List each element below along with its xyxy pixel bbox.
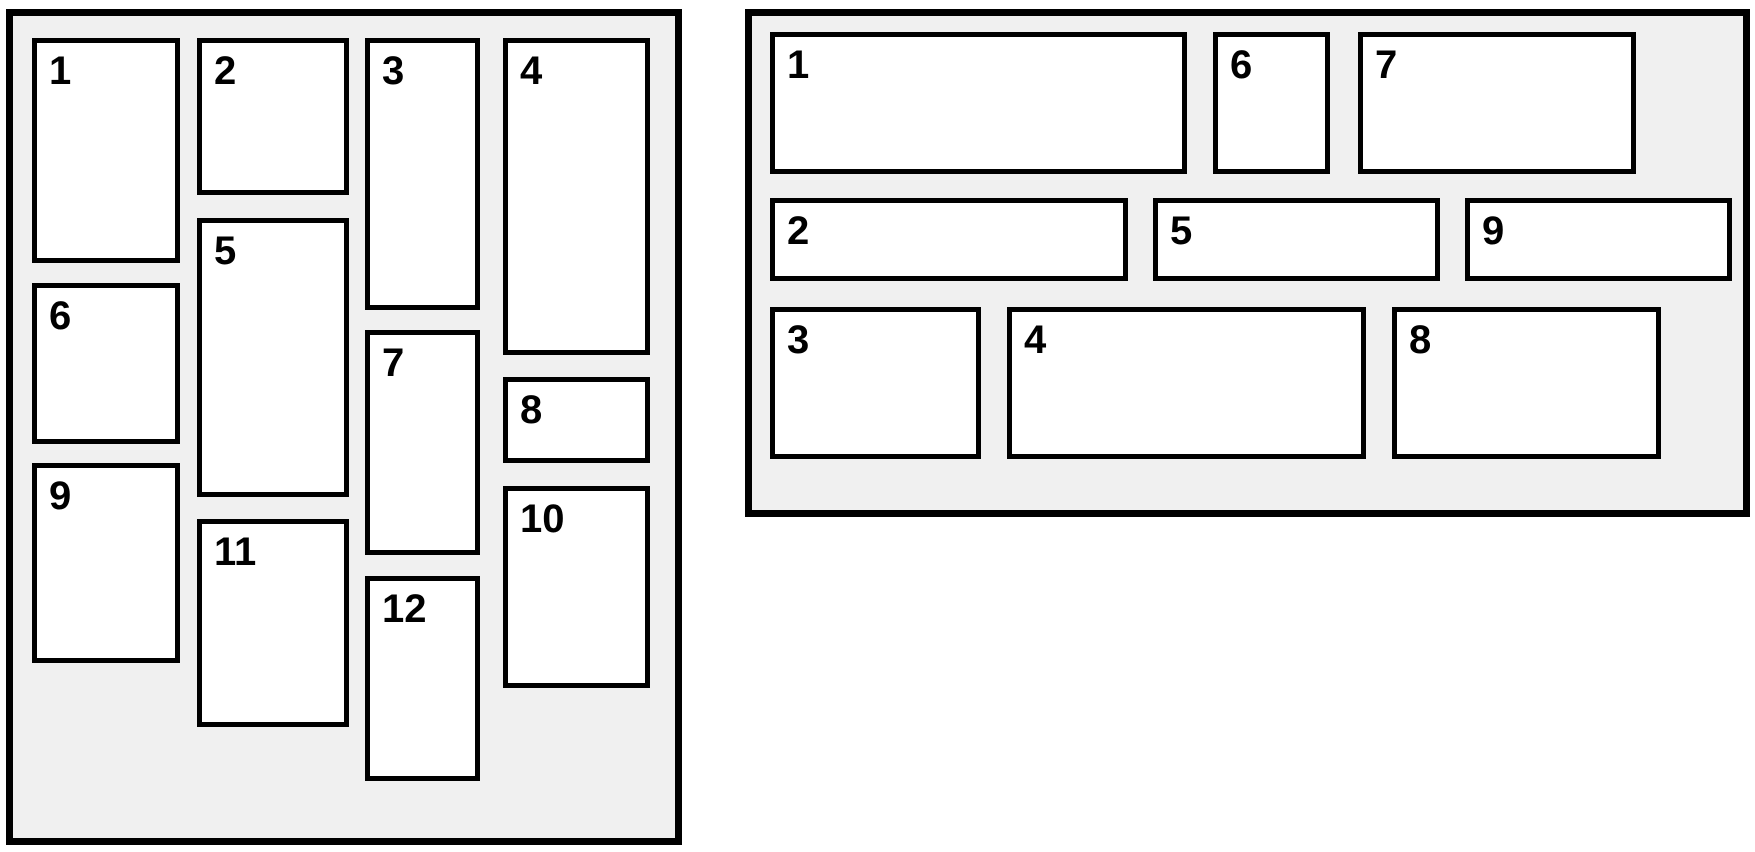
box-number-label: 11: [214, 530, 257, 574]
box-number-label: 7: [382, 341, 405, 385]
masonry-box-6: 6: [32, 283, 180, 444]
masonry-box-8: 8: [503, 377, 650, 463]
box-number-label: 5: [1170, 209, 1193, 253]
masonry-box-1: 1: [32, 38, 180, 263]
box-number-label: 4: [1024, 318, 1047, 362]
masonry-box-1: 1: [770, 32, 1187, 174]
masonry-box-6: 6: [1213, 32, 1330, 174]
box-number-label: 9: [1482, 209, 1505, 253]
masonry-box-2: 2: [770, 198, 1128, 281]
masonry-box-7: 7: [365, 330, 480, 555]
masonry-box-5: 5: [1153, 198, 1440, 281]
box-number-label: 8: [520, 388, 543, 432]
masonry-box-7: 7: [1358, 32, 1636, 174]
box-number-label: 8: [1409, 318, 1432, 362]
box-number-label: 3: [382, 49, 405, 93]
masonry-box-10: 10: [503, 486, 650, 688]
masonry-box-12: 12: [365, 576, 480, 781]
masonry-box-9: 9: [32, 463, 180, 663]
box-number-label: 9: [49, 474, 72, 518]
row-masonry-panel: 1 2 3 4 5 6 7 8 9: [745, 9, 1750, 517]
masonry-box-4: 4: [503, 38, 650, 355]
box-number-label: 5: [214, 229, 237, 273]
box-number-label: 1: [49, 49, 72, 93]
masonry-box-9: 9: [1465, 198, 1732, 281]
box-number-label: 1: [787, 43, 810, 87]
masonry-box-3: 3: [365, 38, 480, 310]
masonry-box-4: 4: [1007, 307, 1366, 459]
masonry-box-2: 2: [197, 38, 349, 195]
masonry-box-5: 5: [197, 218, 349, 497]
masonry-box-3: 3: [770, 307, 981, 459]
box-number-label: 7: [1375, 43, 1398, 87]
box-number-label: 2: [214, 49, 237, 93]
box-number-label: 10: [520, 497, 565, 541]
box-number-label: 2: [787, 209, 810, 253]
masonry-box-11: 11: [197, 519, 349, 727]
box-number-label: 6: [1230, 43, 1253, 87]
masonry-box-8: 8: [1392, 307, 1661, 459]
box-number-label: 4: [520, 49, 543, 93]
box-number-label: 6: [49, 294, 72, 338]
box-number-label: 3: [787, 318, 810, 362]
box-number-label: 12: [382, 587, 427, 631]
